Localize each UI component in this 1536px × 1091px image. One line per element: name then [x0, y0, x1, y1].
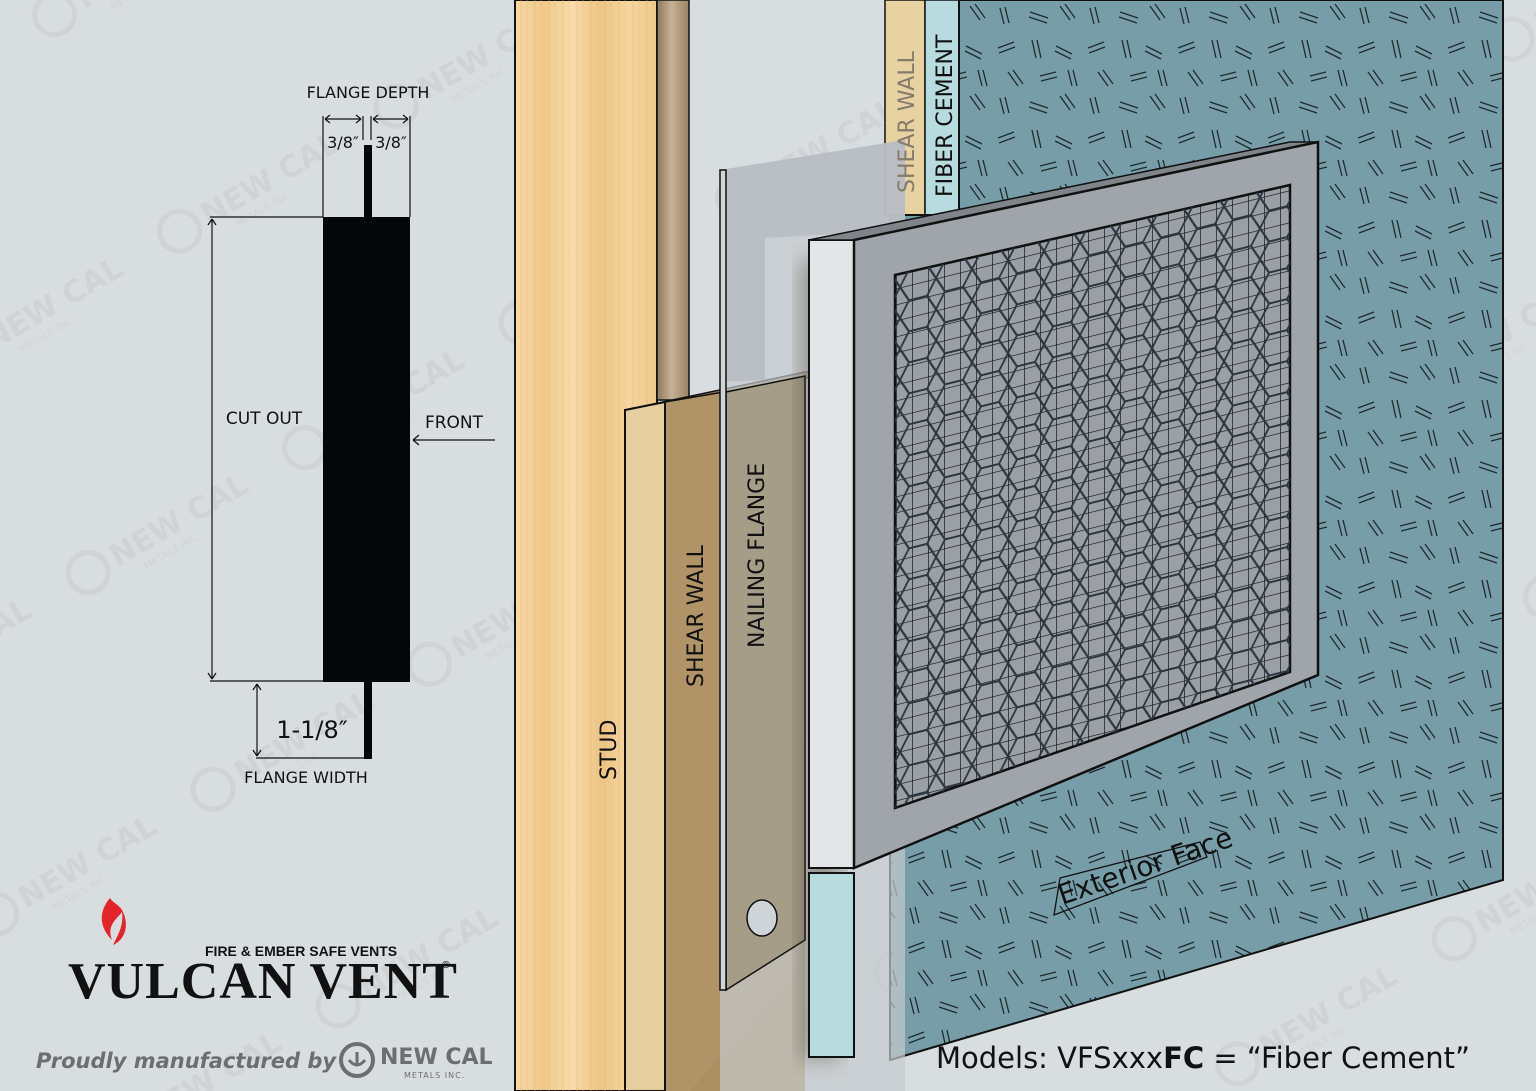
flange-width-value: 1-1/8″ — [276, 716, 348, 744]
flange-depth-label: FLANGE DEPTH — [307, 83, 430, 102]
svg-text:METALS INC.: METALS INC. — [404, 1071, 465, 1080]
cutout-block — [323, 217, 410, 682]
flange-width-label: FLANGE WIDTH — [244, 768, 368, 787]
nail-head — [746, 899, 778, 937]
fiber-cement-edge — [808, 872, 855, 1058]
models-text: Models: VFSxxxFC = “Fiber Cement” — [936, 1041, 1470, 1075]
stud-label: STUD — [597, 720, 622, 780]
vulcan-vent-logo: FIRE & EMBER SAFE VENTS VULCAN VENT ® — [68, 898, 458, 1010]
new-cal-emblem-icon — [339, 1042, 375, 1078]
flange-depth-right-value: 3/8″ — [375, 133, 407, 152]
shear-wall-upper-label: SHEAR WALL — [895, 50, 920, 193]
front-label: FRONT — [425, 413, 484, 433]
flame-icon — [101, 898, 126, 945]
brand-tagline: FIRE & EMBER SAFE VENTS — [205, 943, 397, 959]
manufactured-by-text: Proudly manufactured by — [36, 1049, 337, 1073]
dimension-drawing — [207, 114, 495, 759]
fiber-cement-label: FIBER CEMENT — [933, 34, 958, 197]
svg-text:NEW CAL: NEW CAL — [380, 1045, 493, 1070]
brand-name: VULCAN VENT — [68, 953, 458, 1010]
new-cal-logo: NEW CAL METALS INC. — [339, 1042, 493, 1080]
cut-out-label: CUT OUT — [226, 409, 303, 429]
registered-mark: ® — [441, 960, 451, 971]
nailing-flange-label: NAILING FLANGE — [745, 463, 770, 648]
shear-wall-lower-label: SHEAR WALL — [684, 544, 709, 687]
vent — [808, 140, 1320, 1058]
flange-depth-left-value: 3/8″ — [327, 133, 359, 152]
vent-edge — [808, 239, 855, 869]
